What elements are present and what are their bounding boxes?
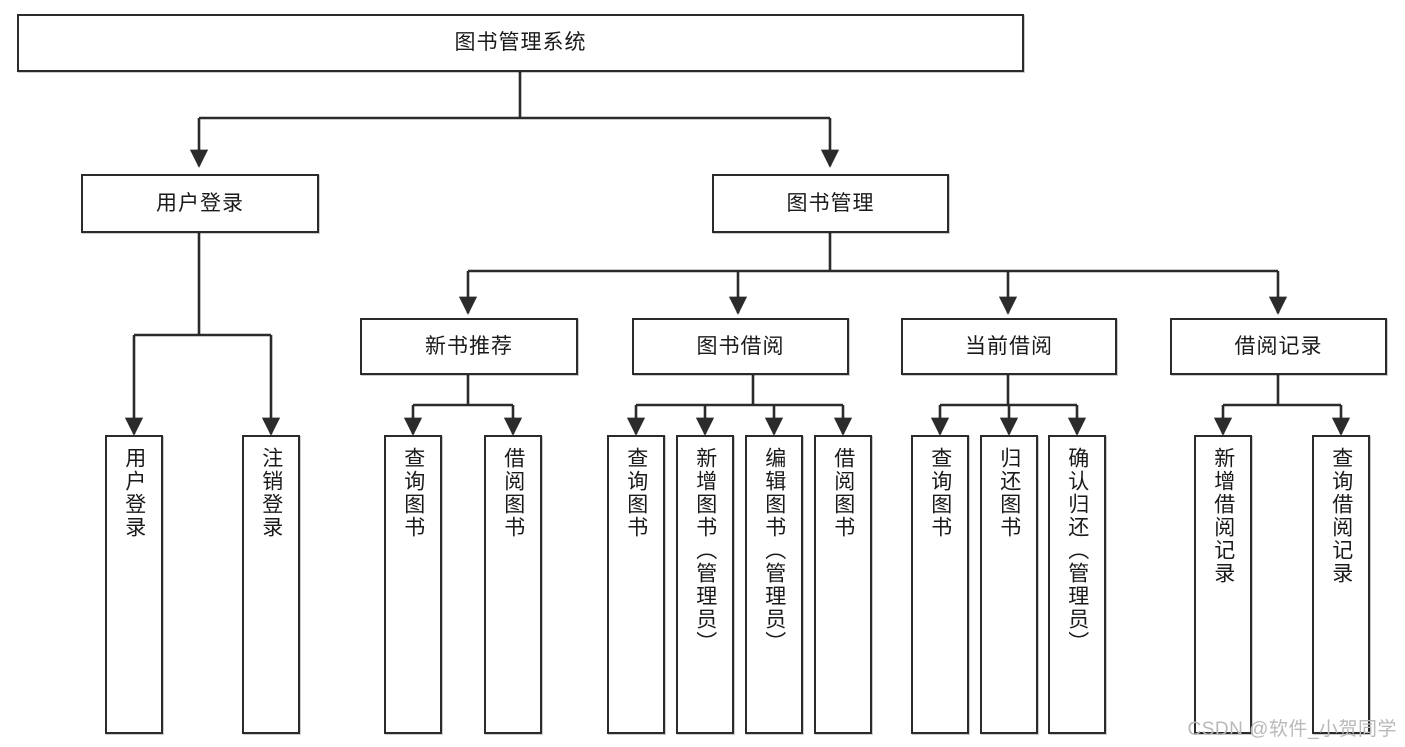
leaf-new-book-query-label: 查询图书 bbox=[401, 447, 425, 539]
leaf-record-add-label: 新增借阅记录 bbox=[1211, 447, 1235, 585]
leaf-borrow-query-book-label: 查询图书 bbox=[624, 447, 648, 539]
node-new-book-recommend-label: 新书推荐 bbox=[425, 334, 513, 358]
node-borrow-record-label: 借阅记录 bbox=[1234, 334, 1323, 358]
leaf-borrow-edit-book-label: 编辑图书（管理员） bbox=[762, 447, 786, 654]
leaf-current-confirm-return-label: 确认归还（管理员） bbox=[1065, 447, 1089, 654]
leaf-user-login-logout-label: 注销登录 bbox=[259, 447, 283, 539]
node-book-borrow[interactable]: 图书借阅 bbox=[632, 318, 849, 375]
leaf-borrow-add-book-label: 新增图书（管理员） bbox=[693, 447, 717, 654]
node-current-borrow-label: 当前借阅 bbox=[965, 334, 1053, 358]
node-book-manage[interactable]: 图书管理 bbox=[712, 174, 949, 233]
leaf-user-login-logout[interactable]: 注销登录 bbox=[242, 435, 300, 734]
leaf-user-login-login[interactable]: 用户登录 bbox=[105, 435, 163, 734]
leaf-borrow-add-book[interactable]: 新增图书（管理员） bbox=[676, 435, 734, 734]
leaf-record-add[interactable]: 新增借阅记录 bbox=[1194, 435, 1252, 734]
leaf-record-query[interactable]: 查询借阅记录 bbox=[1312, 435, 1370, 734]
leaf-current-confirm-return[interactable]: 确认归还（管理员） bbox=[1048, 435, 1106, 734]
leaf-record-query-label: 查询借阅记录 bbox=[1329, 447, 1353, 585]
node-new-book-recommend[interactable]: 新书推荐 bbox=[360, 318, 578, 375]
node-user-login-label: 用户登录 bbox=[156, 191, 244, 215]
node-root-label: 图书管理系统 bbox=[454, 31, 587, 55]
leaf-new-book-borrow-label: 借阅图书 bbox=[501, 447, 525, 539]
leaf-borrow-borrow-book-label: 借阅图书 bbox=[831, 447, 855, 539]
leaf-current-query-book[interactable]: 查询图书 bbox=[911, 435, 969, 734]
node-current-borrow[interactable]: 当前借阅 bbox=[901, 318, 1117, 375]
leaf-new-book-borrow[interactable]: 借阅图书 bbox=[484, 435, 542, 734]
node-book-manage-label: 图书管理 bbox=[786, 191, 875, 215]
node-borrow-record[interactable]: 借阅记录 bbox=[1170, 318, 1387, 375]
leaf-user-login-login-label: 用户登录 bbox=[122, 447, 146, 539]
leaf-borrow-borrow-book[interactable]: 借阅图书 bbox=[814, 435, 872, 734]
node-user-login[interactable]: 用户登录 bbox=[81, 174, 319, 233]
leaf-borrow-query-book[interactable]: 查询图书 bbox=[607, 435, 665, 734]
leaf-current-query-book-label: 查询图书 bbox=[928, 447, 952, 539]
node-book-borrow-label: 图书借阅 bbox=[696, 334, 785, 358]
leaf-borrow-edit-book[interactable]: 编辑图书（管理员） bbox=[745, 435, 803, 734]
leaf-new-book-query[interactable]: 查询图书 bbox=[384, 435, 442, 734]
leaf-current-return-book[interactable]: 归还图书 bbox=[980, 435, 1038, 734]
node-root[interactable]: 图书管理系统 bbox=[17, 14, 1024, 72]
leaf-current-return-book-label: 归还图书 bbox=[997, 447, 1021, 539]
watermark: CSDN @软件_小贺同学 bbox=[1187, 719, 1397, 740]
